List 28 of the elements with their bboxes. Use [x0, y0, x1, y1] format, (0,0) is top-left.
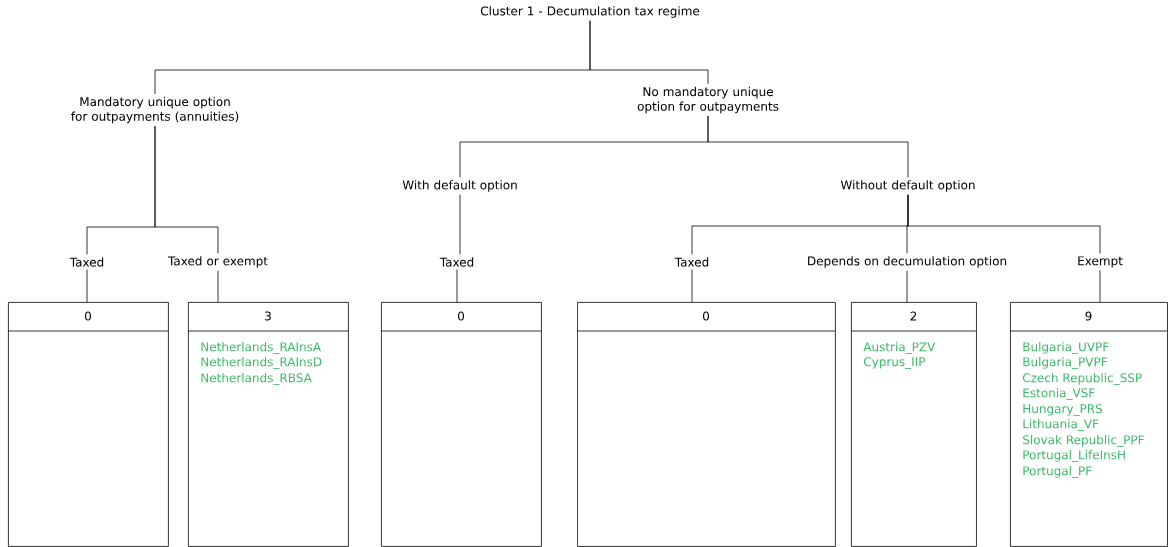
list-box: 3 Netherlands_RAInsA Netherlands_RAInsD Netherlands_RBSA	[187, 302, 349, 547]
branch-label: Cluster 1 - Decumulation tax regime	[480, 6, 700, 18]
connector-line	[154, 125, 219, 254]
branch-label: With default option	[402, 180, 517, 192]
list-box: 0	[576, 302, 836, 547]
connector-line	[456, 269, 458, 303]
connector-line	[907, 194, 1101, 254]
connector-line	[707, 115, 909, 178]
branch-label: Taxed	[674, 257, 709, 267]
branch-label: No mandatory unique option for outpayments	[637, 86, 779, 114]
branch-label: Taxed or exempt	[167, 256, 268, 268]
list-box: 0	[7, 302, 169, 547]
branch-label: Taxed	[439, 257, 474, 267]
connector-line	[589, 20, 709, 85]
branch-label: Without default option	[840, 180, 975, 192]
branch-label: Exempt	[1078, 256, 1123, 268]
branch-label: Taxed	[69, 257, 104, 267]
connector-line	[86, 269, 88, 303]
connector-line	[459, 194, 461, 255]
connector-line	[691, 269, 693, 303]
list-box: 2 Austria_PZV Cyprus_IIP	[850, 302, 977, 547]
connector-line	[1099, 270, 1101, 303]
connector-line	[906, 270, 908, 303]
connector-line	[217, 270, 219, 303]
list-box: 0	[380, 302, 542, 547]
branch-label: Depends on decumulation option	[808, 256, 1007, 268]
branch-label: Mandatory unique option for outpayments (annuities)	[71, 96, 239, 124]
list-box: 9 Bulgaria_UVPF Bulgaria_PVPF Czech Republic_SSP Estonia_VSF Hungary_PRS Lithuania_VF Slovak Republic_PPF Portugal_LifeInsH Portugal_PF	[1009, 302, 1168, 547]
